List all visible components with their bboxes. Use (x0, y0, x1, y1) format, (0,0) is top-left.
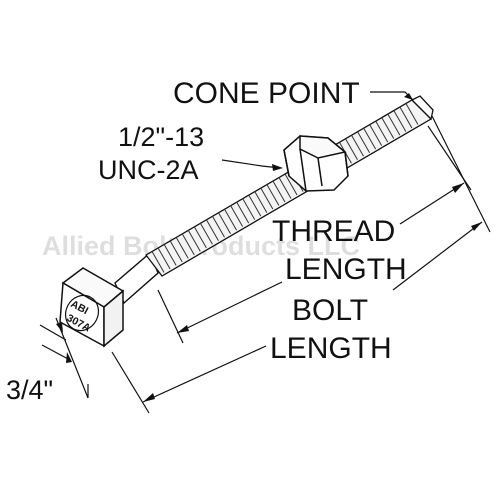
bolt-length-label-line1: BOLT (292, 294, 368, 327)
thread-length-arrow-left (177, 325, 189, 333)
head-size-arrow-top (56, 322, 63, 333)
cone-point (410, 95, 434, 121)
thread-line (381, 117, 395, 139)
head-size-ext-bottom (41, 344, 71, 361)
thread-line (387, 113, 401, 136)
bolt-length-label-line2: LENGTH (270, 332, 392, 365)
thread-spec-label-line2: UNC-2A (98, 155, 199, 185)
thread-length-dim-right (399, 182, 465, 225)
thread-length-label-line1: THREAD (272, 215, 395, 248)
thread-line (266, 184, 280, 206)
thread-line (284, 173, 298, 196)
bolt-length-dim-right (392, 221, 483, 291)
thread-line (272, 180, 286, 203)
thread-line (242, 198, 256, 220)
cone-point-arrow (404, 93, 413, 100)
bolt-length-ext-right (431, 115, 491, 233)
thread-line (254, 191, 268, 213)
thread-spec-leader (221, 159, 281, 169)
thread-line (169, 240, 183, 263)
thread-line (151, 251, 165, 273)
cone-point-label: CONE POINT (173, 77, 360, 110)
hex-nut (283, 135, 349, 192)
thread-line (278, 177, 292, 199)
thread-line (405, 103, 419, 125)
thread-line (175, 237, 189, 259)
bolt-length-dim-left (142, 345, 267, 403)
thread-line (363, 127, 377, 150)
thread-spec-arrow (272, 164, 283, 171)
thread-length-ext-left (157, 289, 184, 344)
dimension-lines (39, 91, 491, 414)
thread-line (187, 230, 201, 252)
bolt-length-ext-left (111, 351, 150, 414)
thread-length-label-line2: LENGTH (285, 253, 407, 286)
thread-line (212, 216, 225, 238)
head-size-dim-line (55, 317, 89, 399)
thread-line (181, 233, 195, 256)
arrowheads (56, 93, 482, 402)
thread-length-dim-left (176, 281, 283, 334)
bolt-length-arrow-left (143, 393, 155, 402)
thread-line (260, 187, 274, 210)
thread-line (199, 223, 213, 245)
thread-line (248, 194, 262, 217)
thread-line (206, 219, 219, 242)
thread-line (230, 205, 244, 227)
square-head: ABI 307A (59, 267, 125, 348)
head-size-ext-top (39, 324, 67, 341)
thread-line (375, 120, 389, 143)
head-size-arrow-bottom (66, 352, 72, 363)
thread-line (163, 244, 177, 266)
bolt-length-arrow-right (471, 222, 482, 231)
head-size-label: 3/4" (6, 375, 53, 405)
thread-length-arrow-right (452, 183, 464, 193)
thread-line (399, 106, 413, 129)
thread-spec-label-line1: 1/2"-13 (118, 122, 204, 152)
thread-line (369, 124, 383, 146)
thread-line (193, 226, 207, 249)
thread-line (218, 212, 231, 234)
thread-line (393, 110, 407, 132)
thread-line (351, 134, 364, 157)
thread-line (236, 201, 250, 224)
thread-line (157, 247, 171, 270)
thread-line (224, 208, 238, 231)
thread-line (345, 138, 358, 160)
thread-line (357, 131, 371, 153)
